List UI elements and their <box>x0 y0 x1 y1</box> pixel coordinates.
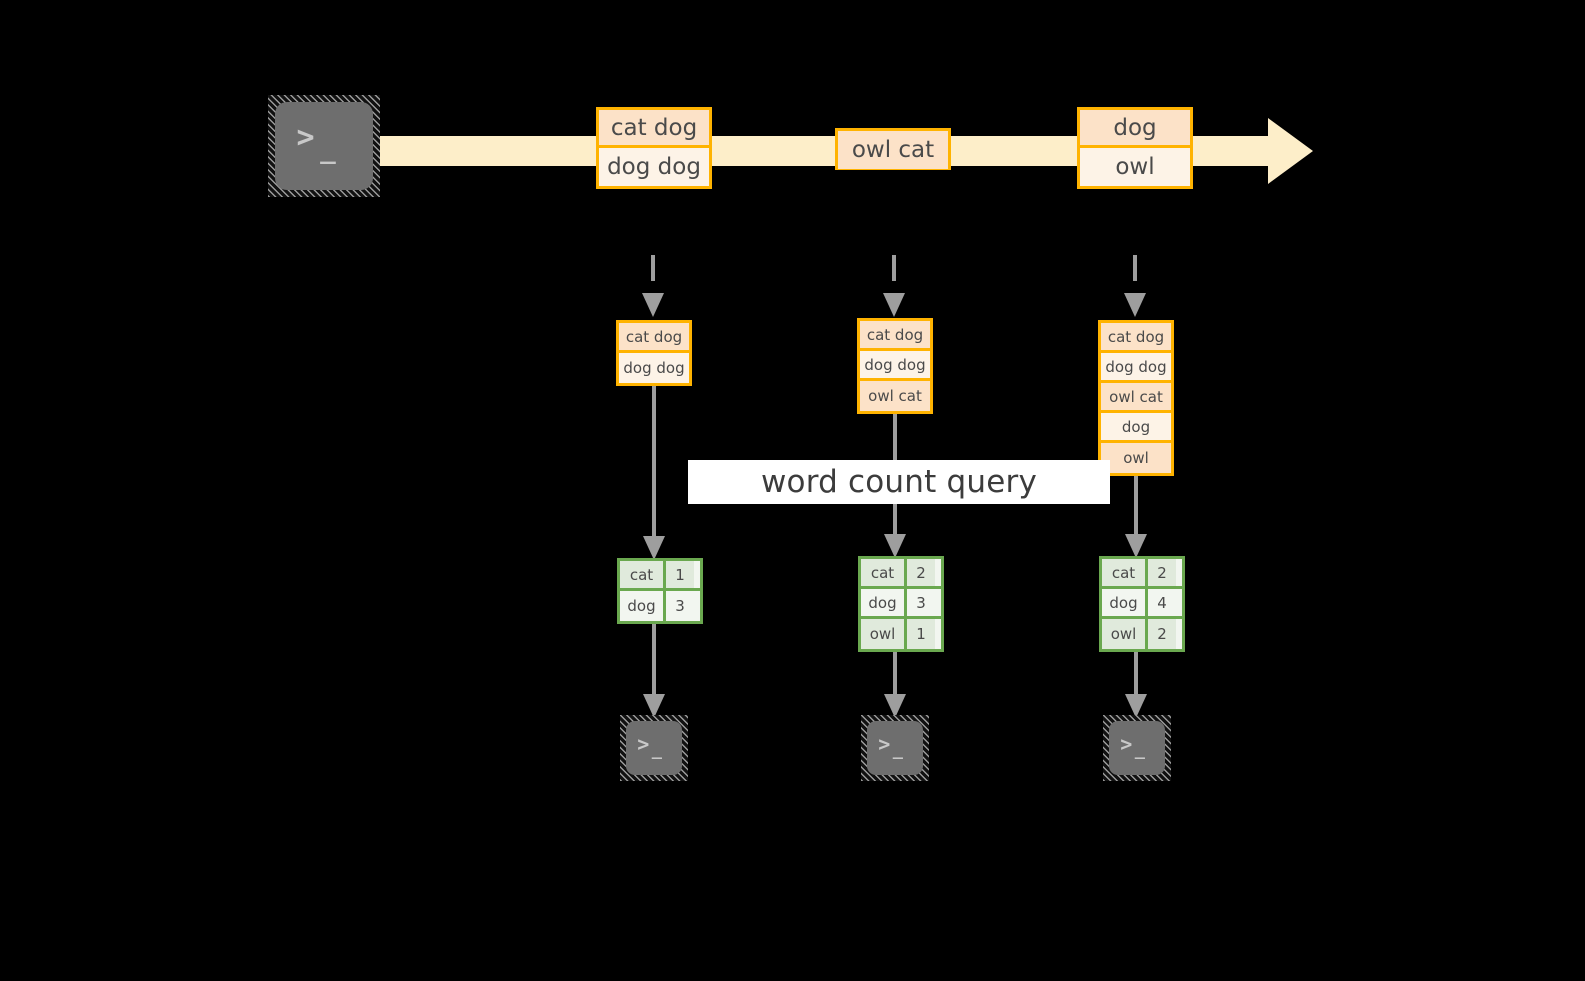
terminal-body: > _ <box>626 721 682 775</box>
terminal-underscore-icon: _ <box>651 739 662 760</box>
terminal-chevron-icon: > <box>296 120 315 156</box>
word-cell: dog <box>861 589 907 616</box>
connector-snapshot-2-sink <box>884 652 906 718</box>
count-cell: 3 <box>666 591 694 621</box>
count-cell: 2 <box>1148 619 1176 649</box>
terminal-underscore-icon: _ <box>1134 739 1145 760</box>
snapshot-input-line: dog dog <box>619 353 689 383</box>
stream-record-batch-1[interactable]: cat dog dog dog <box>596 107 712 189</box>
stream-record-line: dog dog <box>599 148 709 186</box>
count-cell: 2 <box>1148 559 1176 586</box>
terminal-body: > _ <box>275 102 373 190</box>
source-terminal-icon[interactable]: > _ <box>268 95 380 197</box>
snapshot-2-input-table[interactable]: cat dog dog dog owl cat <box>857 318 933 414</box>
table-row: dog 3 <box>620 591 700 621</box>
snapshot-3-result-table[interactable]: cat 2 dog 4 owl 2 <box>1099 556 1185 652</box>
word-cell: dog <box>620 591 666 621</box>
stream-record-line: dog <box>1080 110 1190 148</box>
word-cell: cat <box>620 561 666 588</box>
connector-snapshot-3-query <box>1125 476 1147 558</box>
terminal-body: > _ <box>867 721 923 775</box>
count-cell: 1 <box>666 561 694 588</box>
connector-stream-to-snapshot-3 <box>1124 255 1146 317</box>
snapshot-3-sink-terminal-icon[interactable]: > _ <box>1103 715 1171 781</box>
terminal-chevron-icon: > <box>1120 731 1133 756</box>
stream-record-line: owl <box>1080 148 1190 186</box>
snapshot-input-line: cat dog <box>1101 323 1171 353</box>
table-row: owl 1 <box>861 619 941 649</box>
table-row: dog 3 <box>861 589 941 619</box>
connector-stream-to-snapshot-2 <box>883 255 905 317</box>
word-cell: cat <box>1102 559 1148 586</box>
snapshot-1-result-table[interactable]: cat 1 dog 3 <box>617 558 703 624</box>
connector-stream-to-snapshot-1 <box>642 255 664 317</box>
snapshot-input-line: cat dog <box>619 323 689 353</box>
snapshot-input-line: cat dog <box>860 321 930 351</box>
snapshot-input-line: dog dog <box>860 351 930 381</box>
query-label: word count query <box>688 460 1110 504</box>
snapshot-input-line: owl cat <box>1101 383 1171 413</box>
connector-snapshot-1-query <box>643 386 665 560</box>
snapshot-1-sink-terminal-icon[interactable]: > _ <box>620 715 688 781</box>
snapshot-1-input-table[interactable]: cat dog dog dog <box>616 320 692 386</box>
table-row: cat 2 <box>861 559 941 589</box>
terminal-underscore-icon: _ <box>320 135 336 166</box>
stream-record-batch-3[interactable]: dog owl <box>1077 107 1193 189</box>
terminal-chevron-icon: > <box>878 731 891 756</box>
stream-record-line: owl cat <box>838 131 948 169</box>
terminal-chevron-icon: > <box>637 731 650 756</box>
snapshot-2-sink-terminal-icon[interactable]: > _ <box>861 715 929 781</box>
terminal-underscore-icon: _ <box>892 739 903 760</box>
count-cell: 3 <box>907 589 935 616</box>
stream-record-line: cat dog <box>599 110 709 148</box>
count-cell: 1 <box>907 619 935 649</box>
word-cell: owl <box>861 619 907 649</box>
word-cell: dog <box>1102 589 1148 616</box>
snapshot-2-result-table[interactable]: cat 2 dog 3 owl 1 <box>858 556 944 652</box>
table-row: owl 2 <box>1102 619 1182 649</box>
count-cell: 2 <box>907 559 935 586</box>
count-cell: 4 <box>1148 589 1176 616</box>
stream-record-batch-2[interactable]: owl cat <box>835 128 951 170</box>
terminal-body: > _ <box>1109 721 1165 775</box>
snapshot-input-line: owl <box>1101 443 1171 473</box>
table-row: cat 1 <box>620 561 700 591</box>
connector-snapshot-3-sink <box>1125 652 1147 718</box>
table-row: cat 2 <box>1102 559 1182 589</box>
snapshot-input-line: dog <box>1101 413 1171 443</box>
table-row: dog 4 <box>1102 589 1182 619</box>
word-cell: owl <box>1102 619 1148 649</box>
connector-snapshot-1-sink <box>643 624 665 718</box>
snapshot-input-line: owl cat <box>860 381 930 411</box>
snapshot-3-input-table[interactable]: cat dog dog dog owl cat dog owl <box>1098 320 1174 476</box>
word-cell: cat <box>861 559 907 586</box>
snapshot-input-line: dog dog <box>1101 353 1171 383</box>
